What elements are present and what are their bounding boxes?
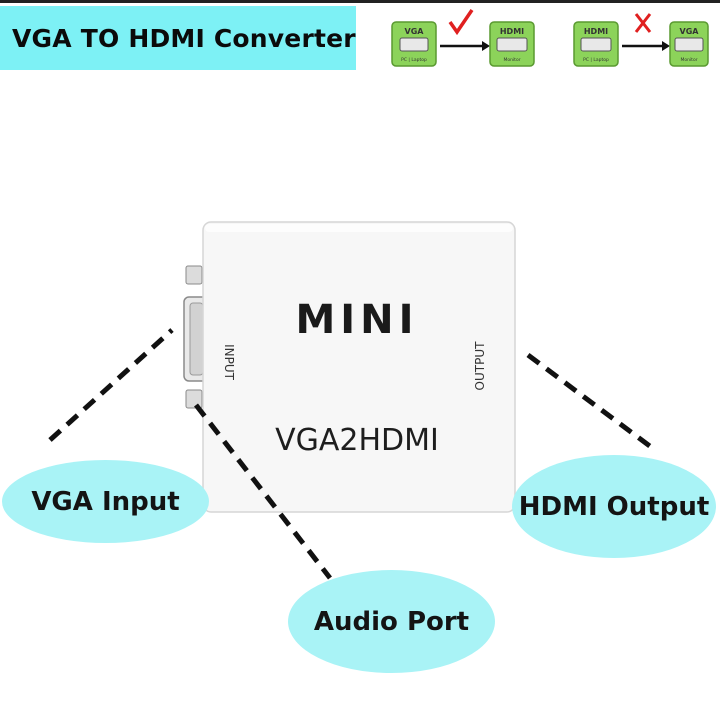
output-label: OUTPUT xyxy=(473,341,487,391)
compatibility-diagrams: VGA PC | Laptop HDMI Monitor HDMI PC | L… xyxy=(391,9,709,67)
target-label: VGA xyxy=(680,27,700,36)
body-highlight xyxy=(205,224,513,232)
check-icon xyxy=(448,9,474,36)
brand-label: MINI xyxy=(295,297,418,343)
audio-leader-line xyxy=(194,403,332,580)
hdmi-port-icon xyxy=(580,37,612,52)
title-banner: VGA TO HDMI Converter xyxy=(0,6,356,70)
vga-port-icon xyxy=(399,37,429,52)
callout-audio-port: Audio Port xyxy=(288,570,495,673)
vga-port-icon xyxy=(674,37,704,52)
callout-label: VGA Input xyxy=(31,486,180,517)
target-label: HDMI xyxy=(500,27,524,36)
converter-body xyxy=(202,221,516,513)
page-title: VGA TO HDMI Converter xyxy=(12,23,356,53)
source-label: VGA xyxy=(405,27,425,36)
source-sub: PC | Laptop xyxy=(583,57,609,63)
vga-leader-line xyxy=(48,328,174,442)
arrow-head-icon xyxy=(662,41,670,51)
hdmi-port-icon xyxy=(496,37,528,52)
target-sub: Monitor xyxy=(680,57,697,63)
input-label: INPUT xyxy=(222,344,236,381)
cross-icon xyxy=(634,13,652,33)
target-sub: Monitor xyxy=(503,57,520,63)
source-sub: PC | Laptop xyxy=(401,57,427,63)
callout-hdmi-output: HDMI Output xyxy=(512,455,716,558)
callout-label: Audio Port xyxy=(313,606,470,637)
diagram-hdmi-to-vga: HDMI PC | Laptop VGA Monitor xyxy=(573,13,709,67)
top-divider xyxy=(0,0,720,3)
hdmi-leader-line xyxy=(526,352,657,453)
callout-vga-input: VGA Input xyxy=(2,460,209,543)
arrow-head-icon xyxy=(482,41,490,51)
source-label: HDMI xyxy=(584,27,608,36)
callout-label: HDMI Output xyxy=(518,491,710,522)
model-label: VGA2HDMI xyxy=(275,423,439,458)
diagram-vga-to-hdmi: VGA PC | Laptop HDMI Monitor xyxy=(391,9,535,67)
